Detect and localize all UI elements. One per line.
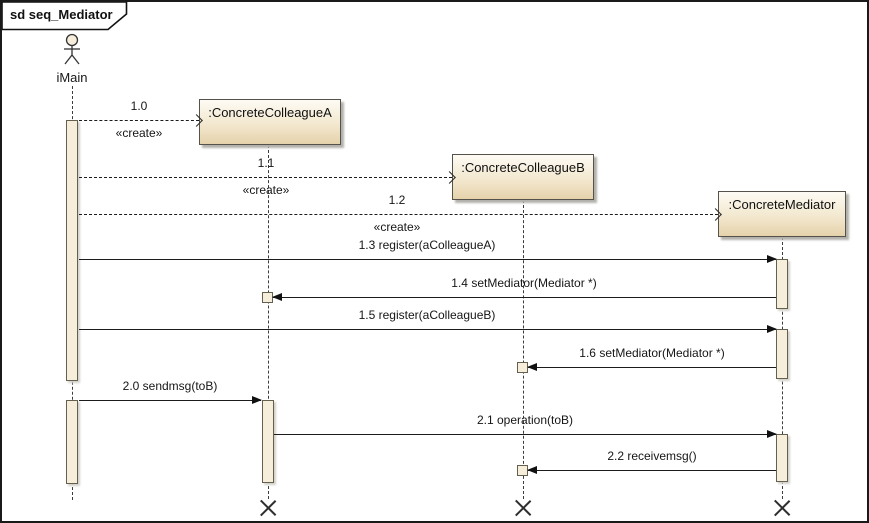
message-2-1[interactable] [274,430,777,438]
filled-arrowhead-icon [767,255,777,263]
filled-arrowhead-icon [527,466,537,474]
filled-arrowhead-icon [767,430,777,438]
message-1-4[interactable] [272,293,776,301]
message-2-2[interactable] [527,466,776,474]
activation-mediator-1[interactable] [776,259,788,309]
actor-imain-label: iMain [56,70,88,85]
message-1-1-stereotype: «create» [242,183,290,197]
activation-colleaguea[interactable] [262,400,274,483]
message-1-4-label: 1.4 setMediator(Mediator *) [451,276,597,290]
message-1-6-label: 1.6 setMediator(Mediator *) [579,346,725,360]
object-concretemediator[interactable]: :ConcreteMediator [718,191,846,237]
filled-arrowhead-icon [252,396,262,404]
activation-imain-1[interactable] [66,120,78,381]
destroy-icon-mediator[interactable] [774,500,790,516]
actor-imain-icon[interactable] [55,33,90,67]
destroy-icon-colleaguea[interactable] [260,500,276,516]
destroy-icon-colleagueb[interactable] [515,500,531,516]
message-1-3-label: 1.3 register(aColleagueA) [358,238,496,252]
object-concretecolleagueb-label: :ConcreteColleagueB [461,160,585,175]
message-1-1[interactable] [79,171,456,184]
message-1-2-label: 1.2 [388,193,406,207]
message-1-5-label: 1.5 register(aColleagueB) [358,308,496,322]
object-concretecolleagueb[interactable]: :ConcreteColleagueB [452,154,594,200]
message-2-1-label: 2.1 operation(toB) [476,413,574,427]
message-1-2[interactable] [79,208,722,221]
object-concretecolleaguea[interactable]: :ConcreteColleagueA [199,99,341,145]
frame-label: sd seq_Mediator [2,2,134,32]
activation-mediator-2[interactable] [776,329,788,379]
message-2-0[interactable] [79,396,262,404]
message-1-5[interactable] [79,325,777,333]
message-1-0-stereotype: «create» [115,126,163,140]
filled-arrowhead-icon [272,293,282,301]
message-2-0-label: 2.0 sendmsg(toB) [122,379,218,393]
message-1-0[interactable] [79,114,203,127]
object-concretemediator-label: :ConcreteMediator [728,197,836,212]
object-concretecolleaguea-label: :ConcreteColleagueA [208,105,332,120]
message-1-2-stereotype: «create» [373,220,421,234]
message-1-0-label: 1.0 [130,99,148,113]
filled-arrowhead-icon [527,363,537,371]
filled-arrowhead-icon [767,325,777,333]
message-1-6[interactable] [527,363,776,371]
lifeline-concretecolleagueb[interactable] [523,200,524,499]
lifeline-concretecolleaguea[interactable] [268,145,269,499]
message-2-2-label: 2.2 receivemsg() [607,449,697,463]
activation-mediator-3[interactable] [776,434,788,482]
frame-title: sd seq_Mediator [10,7,113,22]
message-1-3[interactable] [79,255,777,263]
activation-imain-2[interactable] [66,400,78,484]
message-1-1-label: 1.1 [257,156,275,170]
